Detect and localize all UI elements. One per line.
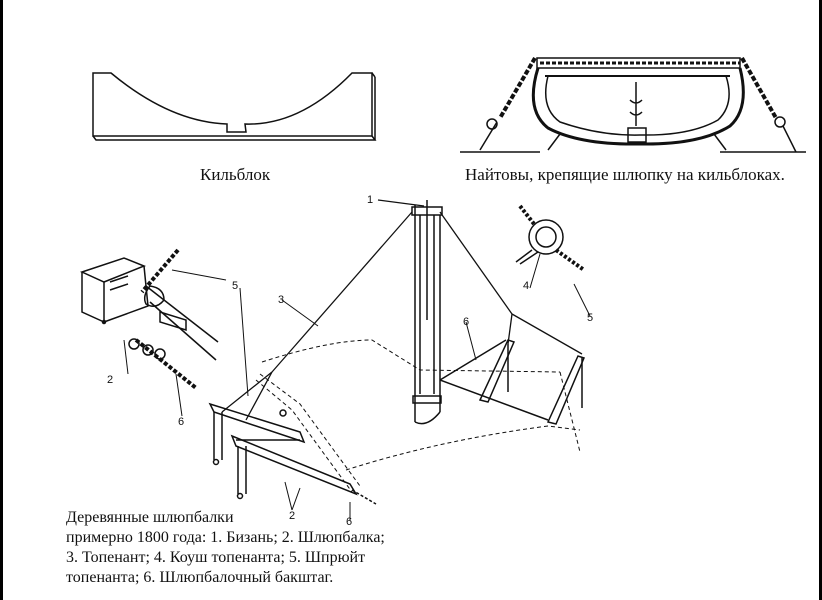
- caption-line: 3. Топенант; 4. Коуш топенанта; 5. Шпрюй…: [66, 549, 366, 566]
- keel-block-label: Кильблок: [200, 165, 271, 184]
- callout-span-left: 5: [232, 280, 239, 292]
- callout-span-right: 5: [587, 312, 594, 324]
- callout-backstay-left: 6: [178, 416, 185, 428]
- callout-backstay-right: 6: [463, 316, 470, 328]
- caption-line: топенанта; 6. Шлюпбалочный бакштаг.: [66, 569, 334, 586]
- left-edge-border: [0, 0, 3, 600]
- caption-line: Деревянные шлюпбалки: [66, 509, 234, 526]
- thimble-detail: [515, 204, 586, 272]
- callout-davit-bottom: 2: [289, 510, 296, 522]
- keel-block-drawing: [92, 72, 377, 141]
- callout-topping-lift: 3: [278, 294, 285, 306]
- callout-davit-left: 2: [107, 374, 114, 386]
- mizzen-mast: [411, 200, 443, 425]
- caption-line: примерно 1800 года: 1. Бизань; 2. Шлюпба…: [66, 529, 385, 546]
- right-edge-border: [819, 0, 822, 600]
- callout-leaders: [123, 253, 591, 520]
- callout-mast: 1: [367, 194, 374, 206]
- callout-backstay-bottom: 6: [346, 516, 353, 528]
- right-davits: [439, 339, 586, 425]
- deck-outline: [255, 339, 581, 493]
- figure-caption: Деревянные шлюпбалки примерно 1800 года:…: [66, 508, 426, 588]
- boat-lashing-drawing: [460, 56, 806, 153]
- topping-lift-lines: [221, 199, 583, 421]
- lashings-label: Найтовы, крепящие шлюпку на кильблоках.: [465, 165, 785, 184]
- callout-thimble: 4: [523, 280, 530, 292]
- left-davits: [208, 402, 377, 505]
- davit-socket-detail: [79, 248, 219, 390]
